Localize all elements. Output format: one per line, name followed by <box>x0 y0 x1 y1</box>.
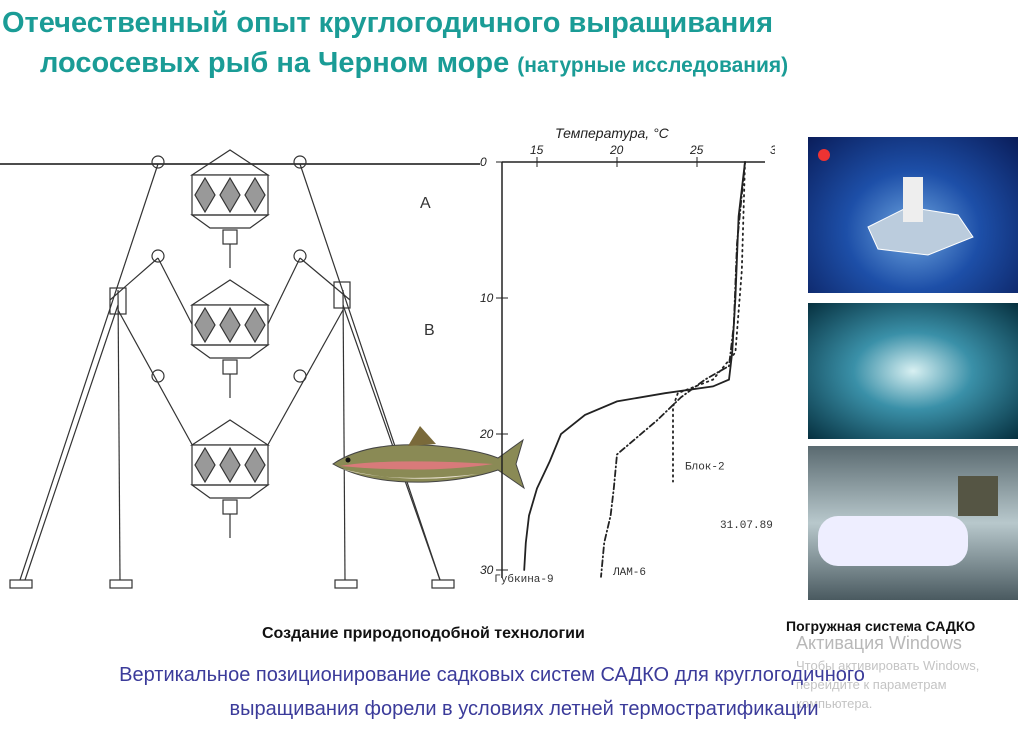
x-tick-label: 15 <box>530 143 544 157</box>
y-tick-label: 10 <box>480 291 494 305</box>
photo-sadko-surface <box>808 137 1018 293</box>
cage-system-diagram: A B <box>0 149 480 589</box>
title-line-2-text: лососевых рыб на Черном море <box>40 47 510 79</box>
chart-title: Температура, °C <box>555 125 670 141</box>
series-label: ЛАМ-6 <box>612 567 646 579</box>
x-tick-label: 25 <box>689 143 704 157</box>
y-tick-label: 30 <box>480 563 494 577</box>
title-line-2: лососевых рыб на Черном море (натурные и… <box>40 44 788 85</box>
series-line-2 <box>600 161 746 578</box>
sadko-cage-shape <box>818 149 974 256</box>
title-line-1: Отечественный опыт круглогодичного выращ… <box>2 7 774 39</box>
title-note: (натурные исследования) <box>517 54 789 77</box>
y-tick-label: 0 <box>480 155 487 169</box>
sadko-underwater-shape <box>818 476 998 566</box>
cage-1 <box>189 149 271 268</box>
series-line-1 <box>523 161 746 571</box>
level-label-b: B <box>424 322 435 339</box>
photo-sadko-submerging <box>808 303 1018 439</box>
level-label-a: A <box>420 195 431 212</box>
x-tick-label: 20 <box>609 143 624 157</box>
y-tick-label: 20 <box>479 427 494 441</box>
cage-2 <box>189 279 271 398</box>
chart-date-label: 31.07.89 <box>720 520 773 532</box>
cage-3 <box>189 419 271 538</box>
series-label: Губкина-9 <box>494 573 553 586</box>
trout-image <box>332 426 525 490</box>
windows-activation-title: Активация Windows <box>796 633 962 653</box>
x-tick-label: 30 <box>770 143 775 157</box>
temperature-depth-chart: Температура, °C 15 20 25 30 0 10 20 30 Губкина-… <box>479 125 775 586</box>
photo-sadko-underwater <box>808 446 1018 600</box>
series-label: Блок-2 <box>685 462 725 474</box>
windows-activation-text: Чтобы активировать Windows, перейдите к … <box>796 658 980 711</box>
series-line-3 <box>672 161 746 483</box>
right-caption: Погружная система САДКО <box>786 618 976 634</box>
bottom-text-line-1: Вертикальное позиционирование садковых с… <box>119 664 865 686</box>
bottom-text-line-2: выращивания форели в условиях летней тер… <box>229 698 819 720</box>
left-caption: Создание природоподобной технологии <box>262 625 585 642</box>
